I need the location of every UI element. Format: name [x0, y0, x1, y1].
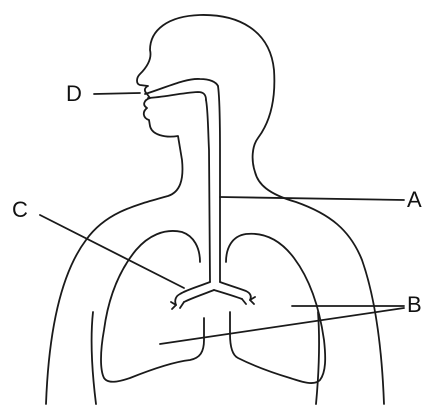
pointer-line-d	[94, 93, 140, 94]
label-a: A	[407, 189, 422, 211]
pointer-line-a	[220, 197, 404, 200]
trachea-left-wall	[206, 100, 210, 282]
body-outline	[46, 15, 384, 404]
right-side-line	[316, 312, 319, 404]
pointer-line-c	[40, 215, 184, 288]
pointer-line-b-left-lung	[160, 308, 404, 344]
label-c: C	[12, 199, 28, 221]
bronchiole-right	[242, 297, 255, 304]
nasal-passage	[145, 79, 218, 94]
right-bronchus-lower	[214, 290, 242, 299]
label-b: B	[407, 294, 422, 316]
trachea-right-wall	[218, 86, 220, 282]
label-d: D	[66, 83, 82, 105]
bronchiole-left	[171, 302, 184, 309]
left-bronchus-lower	[184, 290, 214, 302]
oral-passage	[148, 92, 206, 100]
right-lung	[226, 234, 325, 383]
left-side-line	[92, 312, 96, 404]
